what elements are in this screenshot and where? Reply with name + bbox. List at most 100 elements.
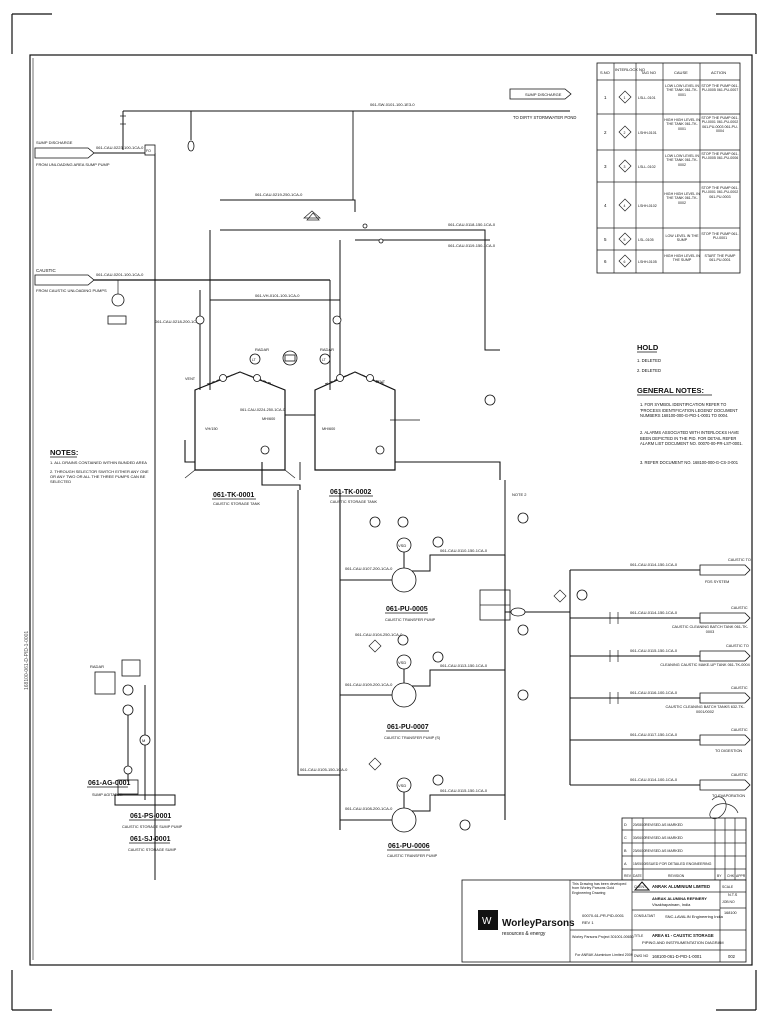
title-block: CLIENT ANRAK ALUMINIUM LIMITED SCALE N.T… <box>461 879 747 963</box>
agitator-tag: 061-AG-0001 <box>88 780 131 787</box>
svg-text:REVISED AS MARKED: REVISED AS MARKED <box>645 823 683 827</box>
svg-text:LSHH-0101: LSHH-0101 <box>638 131 657 135</box>
svg-text:061-CAU-0218-200-1CA-0: 061-CAU-0218-200-1CA-0 <box>155 319 203 324</box>
svg-text:061-CAU-0115-150-1CA-0: 061-CAU-0115-150-1CA-0 <box>440 788 488 793</box>
svg-text:CAUSTIC STORAGE SUMP: CAUSTIC STORAGE SUMP <box>128 848 177 852</box>
revision-table: D 20/08/10 REVISED AS MARKED C 30/06/10 … <box>621 796 747 881</box>
svg-text:6: 6 <box>604 259 607 264</box>
svg-text:NOTE 2: NOTE 2 <box>512 492 527 497</box>
svg-text:Worley Parsons Project 301001-: Worley Parsons Project 301001-00650 <box>572 935 634 939</box>
notes-title: NOTES: <box>50 448 78 457</box>
general-notes-title: GENERAL NOTES: <box>637 386 704 395</box>
svg-text:CAUSTIC: CAUSTIC <box>731 773 748 777</box>
svg-text:REV: REV <box>624 874 632 878</box>
note-2: 2. THROUGH SELECTOR SWITCH EITHER ANY ON… <box>50 469 149 485</box>
sump-area: RADAR M 061-AG-0001 SUMP AGITATOR 061-PS… <box>87 659 183 852</box>
tank2-tag: 061-TK-0002 <box>330 489 371 496</box>
svg-text:23/06/10: 23/06/10 <box>633 849 646 853</box>
svg-text:SUMP DISCHARGE: SUMP DISCHARGE <box>525 92 562 97</box>
pump-061-pu-0006: VSD 061-CAU-0115-150-1CA-0 061-PU-0006 C… <box>340 777 505 858</box>
svg-text:1. DELETED: 1. DELETED <box>637 358 661 363</box>
general-notes: GENERAL NOTES: 1. FOR SYMBOL IDENTIFICAT… <box>637 386 743 465</box>
svg-text:3: 3 <box>624 165 626 169</box>
col-action: ACTION <box>711 70 726 75</box>
table-row: B 23/06/10 REVISED AS MARKED <box>624 849 683 853</box>
svg-text:20/08/10: 20/08/10 <box>633 823 646 827</box>
pump7-tag: 061-PU-0007 <box>387 724 429 731</box>
svg-text:REVISED AS MARKED: REVISED AS MARKED <box>645 849 683 853</box>
table-row: 3 3 LSLL-0102 LOW LOW LEVEL IN THE TANK … <box>604 152 739 173</box>
svg-text:LSHH-0102: LSHH-0102 <box>638 204 657 208</box>
pump-061-pu-0005: VSD 061-CAU-0110-150-1CA-0 061-PU-0005 C… <box>340 537 505 622</box>
hold-block: HOLD 1. DELETED 2. DELETED <box>637 343 661 373</box>
company-name: WorleyParsons <box>502 918 575 929</box>
svg-text:VH/150: VH/150 <box>205 427 218 431</box>
svg-text:N.T.S: N.T.S <box>728 893 738 897</box>
svg-text:061-CAU-0116-100-1CA-0: 061-CAU-0116-100-1CA-0 <box>630 690 678 695</box>
interlock-table: S.NO INTERLOCK NO TAG NO CAUSE ACTION 1 … <box>596 62 741 274</box>
svg-text:CHK: CHK <box>727 874 735 878</box>
table-row: A 15/05/10 ISSUED FOR DETAILED ENGINEERI… <box>624 862 712 866</box>
svg-text:REV 1: REV 1 <box>582 920 594 925</box>
general-note-2: 2. ALARMS ASSOCIATED WITH INTERLOCKS HAV… <box>640 430 743 446</box>
svg-text:15/05/10: 15/05/10 <box>633 862 646 866</box>
svg-text:VSD: VSD <box>398 783 406 788</box>
svg-text:002: 002 <box>728 954 736 959</box>
svg-text:2: 2 <box>604 130 607 135</box>
tank-manifold: 061-CAU-0219-250-1CA-0 061-CAU-0118-150-… <box>155 192 500 390</box>
corner-marks <box>11 13 757 1011</box>
sump-discharge-line: SUMP DISCHARGE TO DIRTY STORMWATER POND … <box>120 88 576 200</box>
svg-text:ISSUED FOR DETAILED ENGINEERIN: ISSUED FOR DETAILED ENGINEERING <box>645 862 712 866</box>
svg-text:REVISED AS MARKED: REVISED AS MARKED <box>645 836 683 840</box>
svg-text:B: B <box>624 849 627 853</box>
svg-text:1: 1 <box>624 96 626 100</box>
svg-text:TO EVAPORATION: TO EVAPORATION <box>712 794 745 798</box>
svg-text:CAUSTIC STORAGE SUMP PUMP: CAUSTIC STORAGE SUMP PUMP <box>122 825 183 829</box>
svg-text:Visakhapatnam, India: Visakhapatnam, India <box>652 902 691 907</box>
svg-text:RADAR: RADAR <box>255 347 269 352</box>
svg-text:CAUSTIC TRANSFER PUMP: CAUSTIC TRANSFER PUMP <box>385 618 436 622</box>
svg-text:LSHH-0105: LSHH-0105 <box>638 260 657 264</box>
svg-text:CAUSTIC: CAUSTIC <box>731 686 748 690</box>
svg-text:M: M <box>142 738 145 743</box>
instrument-bubbles <box>260 394 529 831</box>
svg-text:VENT: VENT <box>375 380 386 384</box>
svg-text:VSD: VSD <box>398 543 406 548</box>
svg-text:APPR: APPR <box>736 874 746 878</box>
worleyparsons-logo <box>478 910 498 930</box>
svg-text:061-VH-0101-100-1CA-0: 061-VH-0101-100-1CA-0 <box>255 293 300 298</box>
svg-text:AREA 61 - CAUSTIC STORAGE: AREA 61 - CAUSTIC STORAGE <box>652 933 714 938</box>
svg-text:061-CAU-0109-200-1CA-0: 061-CAU-0109-200-1CA-0 <box>345 682 393 687</box>
table-row: C 30/06/10 REVISED AS MARKED <box>624 836 683 840</box>
suction-header: NOTE 2 <box>184 419 527 621</box>
svg-text:LT: LT <box>252 358 256 362</box>
col-tag: TAG NO <box>641 70 656 75</box>
svg-text:061-CAU-0108-200-1CA-0: 061-CAU-0108-200-1CA-0 <box>345 806 393 811</box>
svg-text:TO DIRTY STORMWATER POND: TO DIRTY STORMWATER POND <box>513 115 576 120</box>
svg-text:168100: 168100 <box>724 911 737 915</box>
svg-text:061-CAU-0107-200-1CA-0: 061-CAU-0107-200-1CA-0 <box>345 566 393 571</box>
margin-stamp: 168100-061-D-PID-1-0001 <box>24 631 30 690</box>
col-interlock: INTERLOCK NO <box>615 67 645 72</box>
svg-text:W: W <box>482 916 492 927</box>
svg-text:5: 5 <box>604 237 607 242</box>
svg-text:SCALE: SCALE <box>722 885 734 889</box>
svg-text:061-CAU-0114-150-1CA-0: 061-CAU-0114-150-1CA-0 <box>630 562 678 567</box>
svg-text:061-CAU-0114-100-1CA-0: 061-CAU-0114-100-1CA-0 <box>630 777 678 782</box>
svg-text:CAUSTIC: CAUSTIC <box>731 728 748 732</box>
svg-text:TO DIGESTION: TO DIGESTION <box>715 749 742 753</box>
svg-text:4: 4 <box>604 203 607 208</box>
drawing-number: 168100-061-D-PID-1-0001 <box>652 954 702 959</box>
svg-text:BY: BY <box>717 874 722 878</box>
svg-text:2: 2 <box>624 131 626 135</box>
svg-text:4: 4 <box>624 204 626 208</box>
svg-text:MH/600: MH/600 <box>262 417 275 421</box>
general-note-1: 1. FOR SYMBOL IDENTIFICATION REFER TO 'P… <box>640 402 738 418</box>
table-row: D 20/08/10 REVISED AS MARKED <box>624 823 683 827</box>
svg-text:061-CAU-0104-250-1CA-0: 061-CAU-0104-250-1CA-0 <box>355 632 403 637</box>
svg-text:061-CAU-0115-150-1CA-0: 061-CAU-0115-150-1CA-0 <box>630 648 678 653</box>
svg-text:061-CAU-0105-150-1CA-0: 061-CAU-0105-150-1CA-0 <box>300 767 348 772</box>
svg-text:CONSULTANT: CONSULTANT <box>634 914 655 918</box>
hold-title: HOLD <box>637 343 659 352</box>
